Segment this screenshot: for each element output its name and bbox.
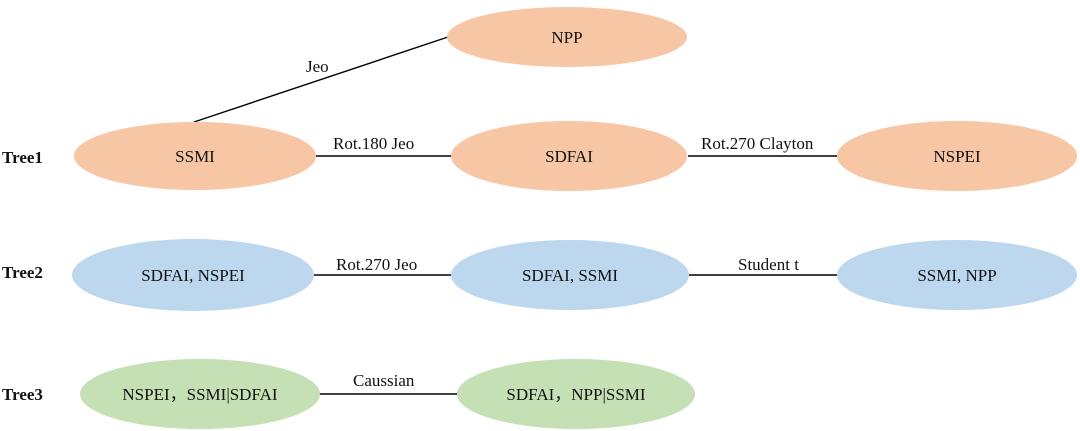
tree1-group: Tree1 Jeo Rot.180 Jeo Rot.270 Clayton NP…: [2, 7, 1077, 191]
tree3-group: Tree3 Caussian NSPEI，SSMI|SDFAI SDFAI，NP…: [2, 359, 695, 429]
tree3-node-nspei-ssmi-sdfai-label: NSPEI，SSMI|SDFAI: [122, 385, 278, 404]
tree1-node-npp: [447, 7, 687, 67]
tree2-node-sdfai-ssmi-label: SDFAI, SSMI: [522, 266, 618, 285]
tree1-edge-label-rot180-jeo: Rot.180 Jeo: [333, 134, 414, 153]
tree2-label: Tree2: [2, 263, 43, 282]
tree3-label: Tree3: [2, 385, 43, 404]
tree2-edge-label-rot270-jeo: Rot.270 Jeo: [336, 255, 417, 274]
tree1-edge-label-rot270-clayton: Rot.270 Clayton: [701, 134, 814, 153]
tree2-edge-label-student-t: Student t: [738, 255, 799, 274]
tree2-node-sdfai-nspei: [72, 239, 314, 311]
tree3-node-nspei-ssmi-sdfai: [80, 359, 320, 429]
tree2-node-sdfai-nspei-label: SDFAI, NSPEI: [141, 266, 245, 285]
tree2-node-ssmi-npp-label: SSMI, NPP: [917, 266, 996, 285]
tree3-node-sdfai-npp-ssmi-label: SDFAI，NPP|SSMI: [506, 385, 645, 404]
tree1-node-ssmi: [74, 122, 316, 190]
tree1-node-ssmi-label: SSMI: [175, 147, 215, 166]
tree1-edge-ssmi-npp: [193, 36, 449, 123]
tree1-node-npp-label: NPP: [551, 28, 582, 47]
tree2-node-ssmi-npp: [837, 240, 1077, 310]
tree1-node-nspei: [837, 121, 1077, 191]
tree1-node-sdfai-label: SDFAI: [545, 147, 593, 166]
tree1-node-nspei-label: NSPEI: [933, 147, 981, 166]
tree3-node-sdfai-npp-ssmi: [457, 359, 695, 429]
tree1-label: Tree1: [2, 148, 43, 167]
tree1-edge-label-jeo: Jeo: [306, 57, 329, 76]
tree2-group: Tree2 Rot.270 Jeo Student t SDFAI, NSPEI…: [2, 239, 1077, 311]
tree3-edge-label-caussian: Caussian: [353, 371, 415, 390]
tree2-node-sdfai-ssmi: [451, 240, 689, 310]
tree1-node-sdfai: [451, 121, 687, 191]
